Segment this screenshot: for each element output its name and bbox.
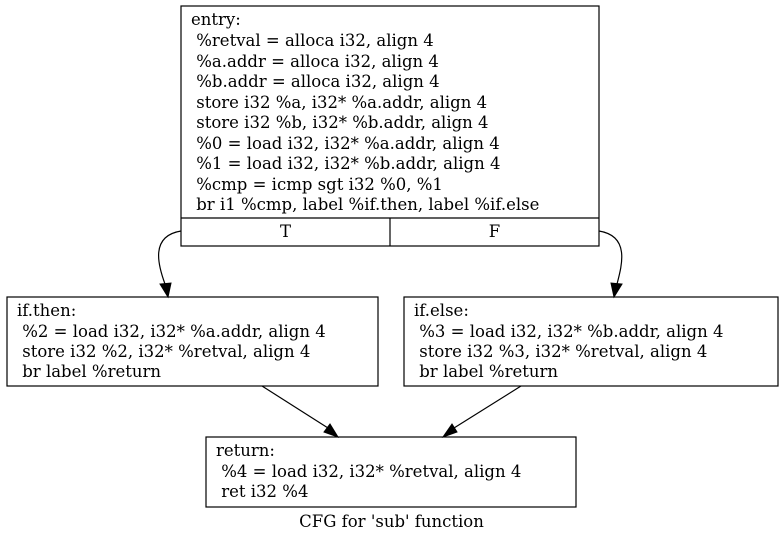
if-else-line: store i32 %3, i32* %retval, align 4	[414, 342, 707, 361]
if-then-line: store i32 %2, i32* %retval, align 4	[17, 342, 310, 361]
entry-line: entry:	[191, 10, 241, 29]
if-else-line: %3 = load i32, i32* %b.addr, align 4	[414, 322, 723, 341]
if-then-line: if.then:	[17, 301, 76, 320]
entry-line: %b.addr = alloca i32, align 4	[191, 72, 440, 91]
entry-line: %retval = alloca i32, align 4	[191, 31, 434, 50]
if-else-line: br label %return	[414, 362, 558, 381]
true-port-label: T	[280, 222, 291, 241]
if-then-line: br label %return	[17, 362, 161, 381]
entry-line: store i32 %a, i32* %a.addr, align 4	[191, 93, 487, 112]
diagram-caption: CFG for 'sub' function	[299, 512, 484, 531]
entry-line: %a.addr = alloca i32, align 4	[191, 52, 439, 71]
if-then-line: %2 = load i32, i32* %a.addr, align 4	[17, 322, 326, 341]
entry-line: store i32 %b, i32* %b.addr, align 4	[191, 113, 489, 132]
entry-block[interactable]: entry: %retval = alloca i32, align 4 %a.…	[180, 5, 600, 247]
return-line: ret i32 %4	[216, 482, 308, 501]
return-line: %4 = load i32, i32* %retval, align 4	[216, 462, 521, 481]
edge-entry-to-if-else	[598, 230, 623, 299]
edge-if-else-to-return	[441, 385, 522, 438]
edge-if-then-to-return	[261, 385, 340, 438]
if-else-line: if.else:	[414, 301, 469, 320]
return-block[interactable]: return: %4 = load i32, i32* %retval, ali…	[205, 436, 577, 508]
entry-line: %cmp = icmp sgt i32 %0, %1	[191, 175, 443, 194]
false-port-label: F	[489, 222, 500, 241]
return-line: return:	[216, 441, 275, 460]
if-then-block[interactable]: if.then: %2 = load i32, i32* %a.addr, al…	[6, 296, 379, 387]
entry-line: %1 = load i32, i32* %b.addr, align 4	[191, 154, 500, 173]
if-else-block[interactable]: if.else: %3 = load i32, i32* %b.addr, al…	[403, 296, 779, 387]
entry-line: br i1 %cmp, label %if.then, label %if.el…	[191, 195, 539, 214]
entry-line: %0 = load i32, i32* %a.addr, align 4	[191, 134, 500, 153]
edge-entry-to-if-then	[158, 230, 182, 299]
